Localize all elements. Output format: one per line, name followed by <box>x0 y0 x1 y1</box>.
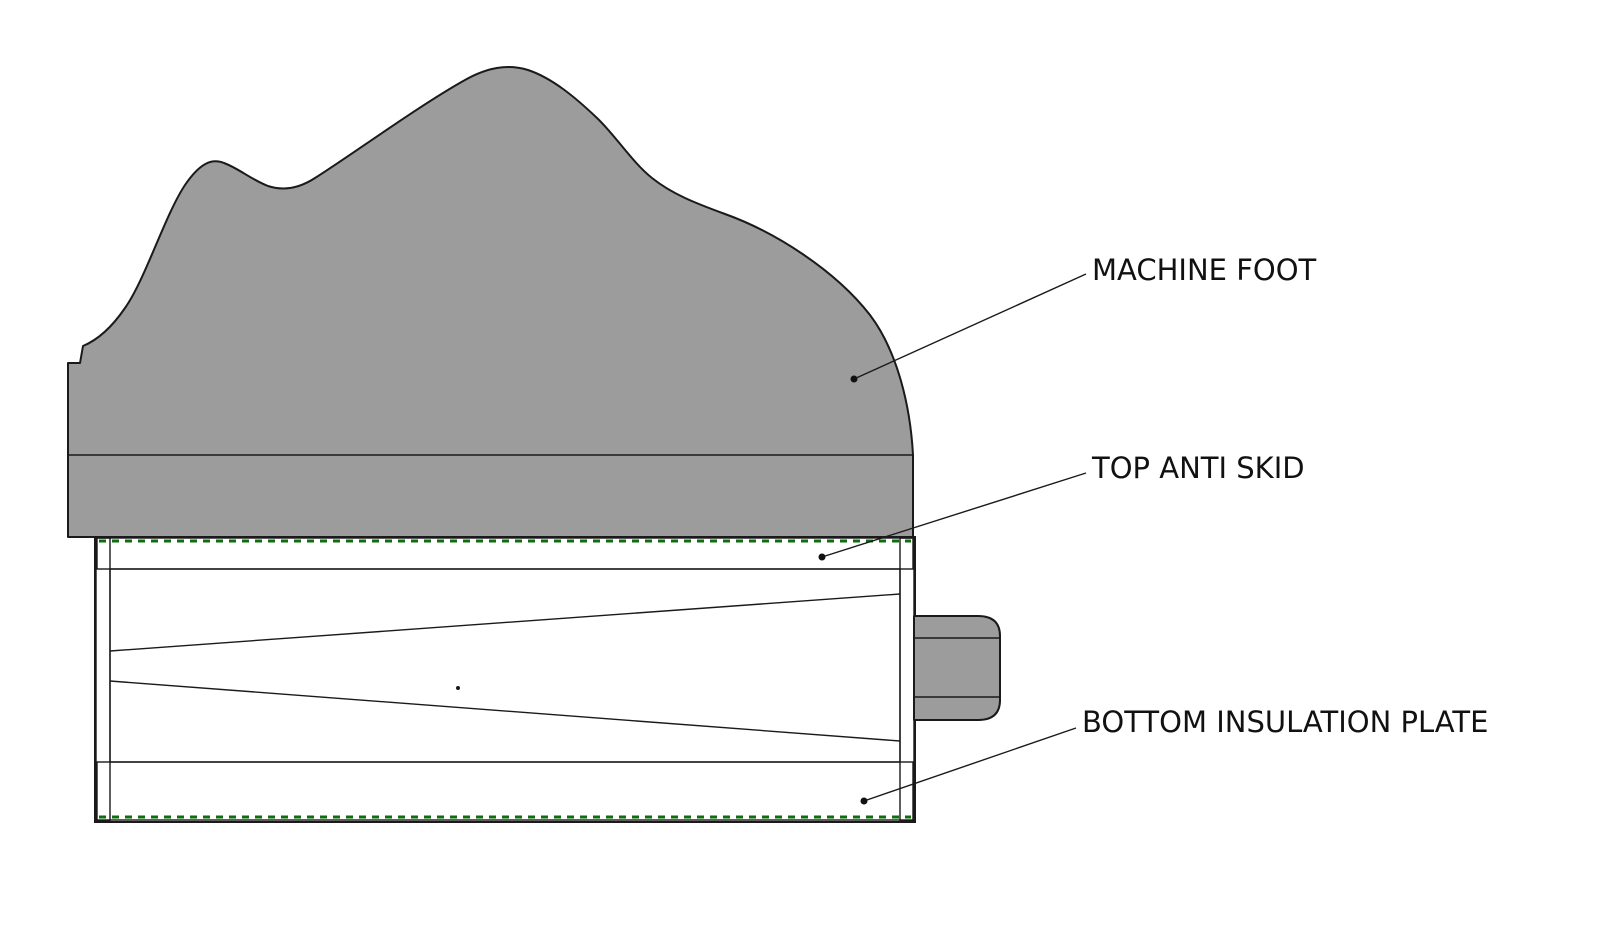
hex-bolt <box>913 615 1001 721</box>
mount-left-rail <box>95 537 111 822</box>
mount-body-diagonal-upper <box>109 593 901 652</box>
machine-foot-label: MACHINE FOOT <box>1092 253 1317 287</box>
top-anti-skid-leader-dot <box>818 553 826 561</box>
bottom-insulation-plate <box>96 761 914 821</box>
top-anti-skid-label: TOP ANTI SKID <box>1091 451 1305 485</box>
machine-foot-leader-line <box>853 273 1087 380</box>
top-anti-skid-strip <box>96 537 914 570</box>
mount-body-diagonal-lower <box>109 680 901 742</box>
bottom-insulation-leader-line <box>863 727 1077 802</box>
top-anti-skid-leader-line <box>821 472 1087 558</box>
machine-foot-shape <box>67 66 914 538</box>
mount-frame <box>94 536 916 823</box>
machine-foot-leader-dot <box>850 375 858 383</box>
bottom-insulation-leader-dot <box>860 797 868 805</box>
mount-right-rail <box>899 537 915 822</box>
hex-bolt-facet-lower <box>913 696 1001 721</box>
bottom-insulation-label: BOTTOM INSULATION PLATE <box>1082 705 1488 739</box>
mount-body <box>109 568 901 763</box>
mount-body-center-mark <box>456 686 460 690</box>
